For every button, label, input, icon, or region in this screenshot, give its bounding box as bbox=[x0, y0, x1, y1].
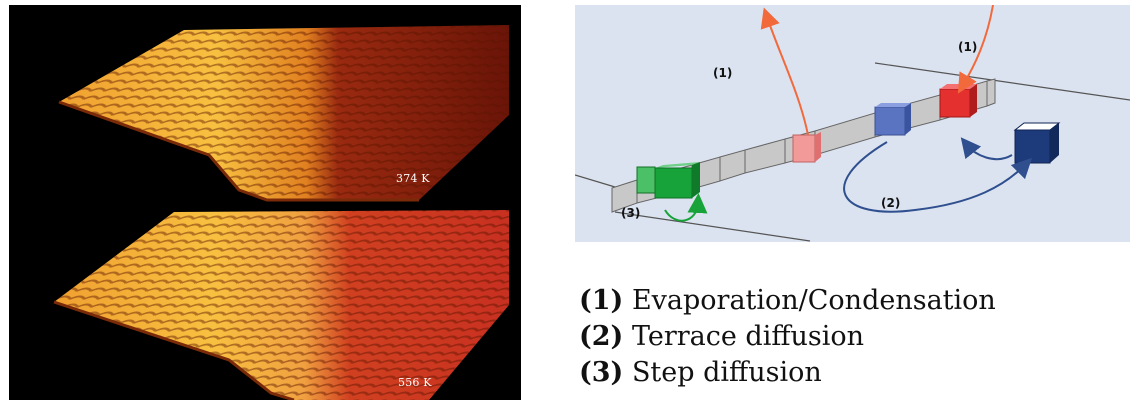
temperature-label-bottom: 556 K bbox=[398, 376, 432, 389]
process-legend: (1) Evaporation/Condensation (2) Terrace… bbox=[579, 283, 1129, 391]
legend-number: (2) bbox=[579, 321, 624, 352]
green-adatom bbox=[636, 162, 700, 199]
label-evaporation: (1) bbox=[713, 66, 732, 80]
blue-adatom bbox=[874, 103, 911, 136]
legend-item-step-diffusion: (3) Step diffusion bbox=[579, 355, 1129, 391]
terrace-line-lower-left bbox=[575, 174, 616, 188]
legend-item-evaporation: (1) Evaporation/Condensation bbox=[579, 283, 1129, 319]
temperature-label-top: 374 K bbox=[396, 172, 430, 185]
terrace-line-upper bbox=[874, 62, 1130, 101]
red-adatom bbox=[939, 84, 977, 118]
label-step-diffusion: (3) bbox=[621, 206, 640, 220]
adatom-return-arrow bbox=[960, 137, 1013, 161]
stm-surface-image: 374 K 556 K bbox=[9, 5, 521, 400]
step-diffusion-arrow bbox=[664, 193, 708, 222]
step-edge-graphic: (1) (1) (2) (3) bbox=[575, 5, 1130, 242]
navy-adatom bbox=[1013, 122, 1061, 164]
legend-text: Step diffusion bbox=[631, 357, 822, 388]
label-condensation: (1) bbox=[958, 40, 977, 54]
legend-item-terrace-diffusion: (2) Terrace diffusion bbox=[579, 319, 1129, 355]
evaporation-arrow bbox=[760, 7, 809, 136]
legend-text: Evaporation/Condensation bbox=[631, 285, 996, 316]
terrace-line-lower bbox=[614, 211, 811, 242]
terrace-diffusion-arrow bbox=[843, 141, 1033, 213]
label-terrace-diffusion: (2) bbox=[881, 196, 900, 210]
legend-number: (1) bbox=[579, 285, 624, 316]
legend-number: (3) bbox=[579, 357, 624, 388]
condensation-arrow bbox=[957, 5, 994, 94]
stm-surface-bottom bbox=[53, 210, 509, 400]
pink-adatom bbox=[792, 132, 821, 163]
stm-surface-top bbox=[58, 25, 509, 202]
legend-text: Terrace diffusion bbox=[631, 321, 865, 352]
step-edge-diagram: (1) (1) (2) (3) bbox=[575, 5, 1130, 242]
stm-surface-graphic bbox=[53, 25, 509, 400]
